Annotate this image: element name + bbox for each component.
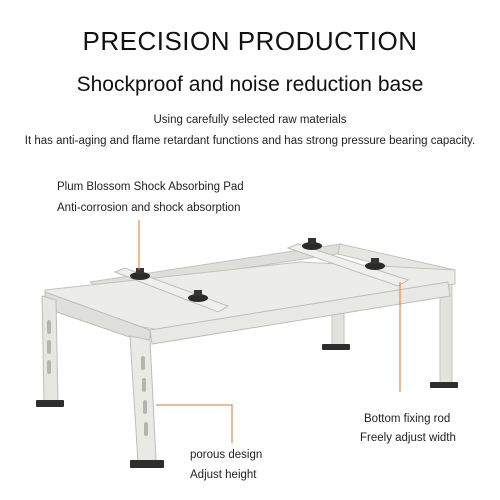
pad-callout-title: Plum Blossom Shock Absorbing Pad xyxy=(57,181,244,193)
shock-pad-right-front xyxy=(365,258,385,270)
leg-callout-line xyxy=(156,404,233,443)
rod-callout-title: Bottom fixing rod xyxy=(364,413,451,425)
description-line-2: It has anti-aging and flame retardant fu… xyxy=(24,135,476,147)
leg-callout-title: porous design xyxy=(190,449,263,461)
shock-pad-right-back xyxy=(302,238,322,250)
headline: PRECISION PRODUCTION xyxy=(82,26,418,56)
bottom-fixing-rod xyxy=(149,281,451,345)
pad-callout-detail: Anti-corrosion and shock absorption xyxy=(57,202,241,214)
rod-callout-detail: Freely adjust width xyxy=(360,432,456,444)
front-middle-leg xyxy=(129,335,164,468)
description-line-1: Using carefully selected raw materials xyxy=(153,114,347,126)
leg-callout-detail: Adjust height xyxy=(190,469,257,481)
back-right-leg xyxy=(430,271,458,388)
right-cross-bar xyxy=(286,243,410,287)
shock-pad-left-back xyxy=(130,268,150,280)
subheadline: Shockproof and noise reduction base xyxy=(76,73,424,96)
front-left-leg xyxy=(36,295,64,407)
callout-lines xyxy=(138,220,401,443)
shock-pad-left-front xyxy=(188,290,208,302)
